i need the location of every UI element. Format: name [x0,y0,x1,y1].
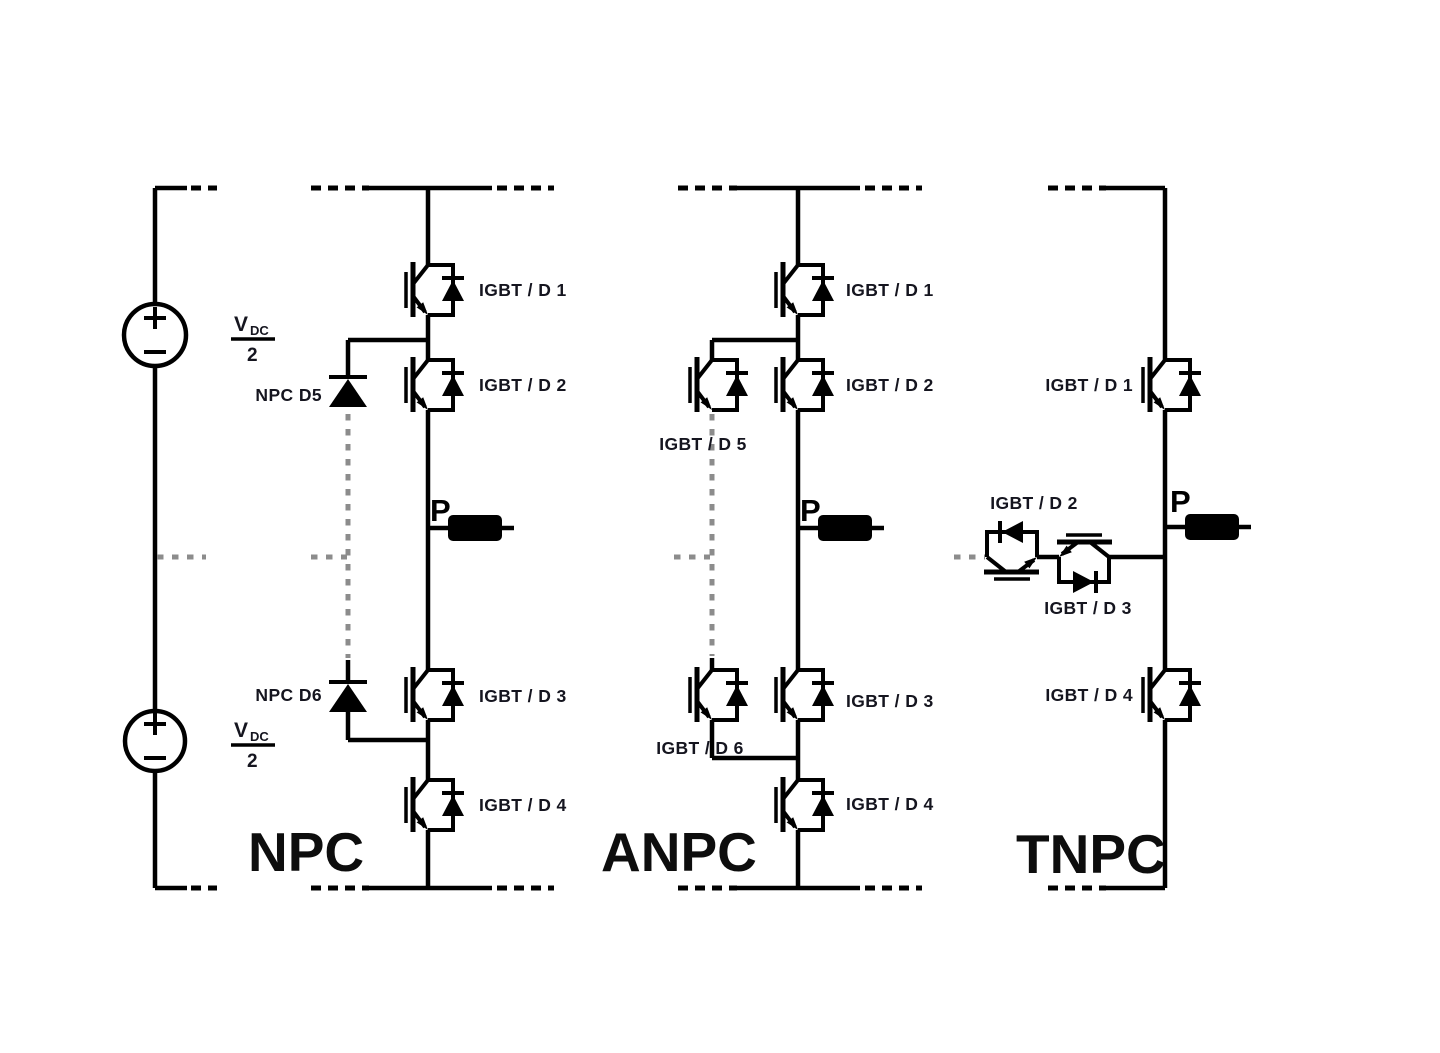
anpc-igbt-d1-label: IGBT / D 1 [846,280,934,300]
npc-d5-diode [329,337,428,407]
vdc-half-label-top: V DC 2 [231,313,275,366]
npc-output-load [428,515,514,541]
plus-icon [144,307,166,329]
npc-igbt-d4-label: IGBT / D 4 [479,795,567,815]
tnpc-igbt-d2-label: IGBT / D 2 [990,493,1078,513]
anpc-igbt-d2-label: IGBT / D 2 [846,375,934,395]
anpc-igbt-d5-symbol [690,357,748,412]
npc-topology-name: NPC [248,821,364,883]
npc-d6-label: NPC D6 [255,685,322,705]
tnpc-igbt-d4-symbol [1143,667,1201,722]
npc-igbt-d3-label: IGBT / D 3 [479,686,567,706]
npc-igbt-d4-symbol [406,777,464,832]
tnpc-topology-name: TNPC [1016,823,1166,885]
tnpc-output-load [1165,514,1251,540]
tnpc-phase-label: P [1170,484,1191,519]
vdc-subscript: DC [250,323,269,338]
npc-circuit: IGBT / D 1 IGBT / D 2 IGBT / D 3 IGBT / … [248,185,567,891]
anpc-igbt-d4-label: IGBT / D 4 [846,794,934,814]
npc-igbt-d1-label: IGBT / D 1 [479,280,567,300]
vdc-subscript: DC [250,729,269,744]
dc-voltage-source-top [121,301,189,369]
anpc-igbt-d3-symbol [776,667,834,722]
npc-igbt-d3-symbol [406,667,464,722]
npc-igbt-d1-symbol [406,262,464,317]
plus-icon [144,713,166,735]
anpc-igbt-d5-label: IGBT / D 5 [659,434,747,454]
dc-voltage-source-bottom [122,708,188,774]
tnpc-igbt-d3-label: IGBT / D 3 [1044,598,1132,618]
tnpc-igbt-d1-symbol [1143,357,1201,412]
anpc-igbt-d1-symbol [776,262,834,317]
tnpc-igbt-d3-symbol [1057,535,1112,593]
npc-d5-label: NPC D5 [255,385,322,405]
vdc-denominator: 2 [247,751,258,772]
tnpc-igbt-d2-symbol [984,521,1039,579]
anpc-igbt-d6-symbol [690,667,748,722]
anpc-igbt-d6-label: IGBT / D 6 [656,738,744,758]
anpc-output-load [798,515,884,541]
vdc-symbol: V [234,313,248,336]
vdc-half-label-bottom: V DC 2 [231,719,275,772]
anpc-phase-label: P [800,493,821,528]
anpc-topology-name: ANPC [601,821,757,883]
tnpc-igbt-d4-label: IGBT / D 4 [1045,685,1133,705]
vdc-denominator: 2 [247,345,258,366]
npc-igbt-d2-label: IGBT / D 2 [479,375,567,395]
anpc-igbt-d3-label: IGBT / D 3 [846,691,934,711]
anpc-circuit: IGBT / D 1 IGBT / D 2 IGBT / D 3 IGBT / … [601,185,934,891]
tnpc-circuit: IGBT / D 1 IGBT / D 2 IGBT / D 3 IGBT / … [954,185,1251,891]
anpc-igbt-d4-symbol [776,777,834,832]
npc-phase-label: P [430,493,451,528]
anpc-igbt-d2-symbol [776,357,834,412]
dc-link-rail: V DC 2 V DC 2 [121,185,275,891]
tnpc-igbt-d1-label: IGBT / D 1 [1045,375,1133,395]
npc-d6-diode [329,660,428,743]
vdc-symbol: V [234,719,248,742]
npc-igbt-d2-symbol [406,357,464,412]
